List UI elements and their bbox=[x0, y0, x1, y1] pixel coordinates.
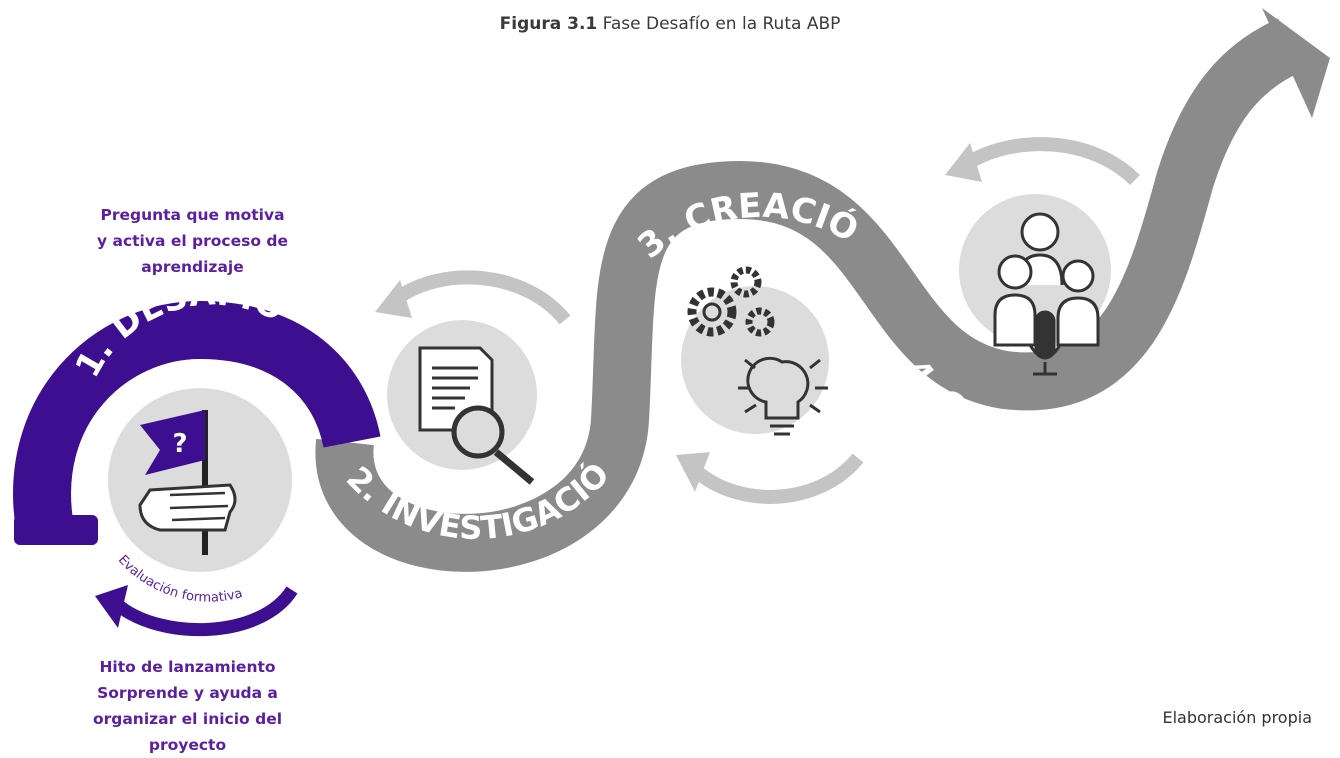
launch-note-line: Hito de lanzamiento bbox=[99, 658, 276, 676]
launch-note-line: Sorprende y ayuda a bbox=[97, 684, 278, 702]
document-magnifier-icon bbox=[418, 346, 535, 485]
creacion-circle bbox=[681, 286, 829, 434]
desafio-arc bbox=[13, 300, 381, 533]
challenge-note-line: Pregunta que motiva bbox=[100, 206, 285, 224]
gears-lightbulb-icon bbox=[687, 266, 828, 436]
route-band bbox=[315, 18, 1303, 572]
route-arrow-head bbox=[1262, 8, 1330, 118]
feedback-arrow-4 bbox=[961, 137, 1140, 186]
feedback-arrow-3-head bbox=[676, 452, 710, 492]
launch-note-line: organizar el inicio del bbox=[92, 710, 283, 728]
evaluation-arrow-head bbox=[95, 585, 128, 628]
launch-note-line: proyecto bbox=[148, 736, 227, 754]
challenge-note-line: aprendizaje bbox=[141, 258, 244, 276]
challenge-note: Pregunta que motiva y activa el proceso … bbox=[70, 202, 315, 280]
challenge-note-line: y activa el proceso de bbox=[96, 232, 289, 250]
figure-title: Fase Desafío en la Ruta ABP bbox=[602, 14, 841, 34]
launch-note: Hito de lanzamiento Sorprende y ayuda a … bbox=[60, 654, 315, 758]
feedback-arrow-3 bbox=[690, 453, 864, 504]
feedback-arrow-2-head bbox=[375, 280, 412, 318]
svg-text:?: ? bbox=[172, 429, 187, 459]
figure-label: Figura 3.1 bbox=[499, 14, 598, 34]
feedback-arrow-2 bbox=[390, 270, 571, 325]
desafio-arc-base bbox=[14, 515, 98, 545]
figure-caption: Figura 3.1 Fase Desafío en la Ruta ABP bbox=[0, 14, 1340, 34]
credit-text: Elaboración propia bbox=[1162, 708, 1312, 727]
flag-question-hand-icon: ? bbox=[138, 410, 237, 555]
evaluation-arrow bbox=[113, 586, 298, 637]
people-microphone-icon bbox=[993, 212, 1100, 376]
feedback-arrow-4-head bbox=[945, 143, 982, 182]
